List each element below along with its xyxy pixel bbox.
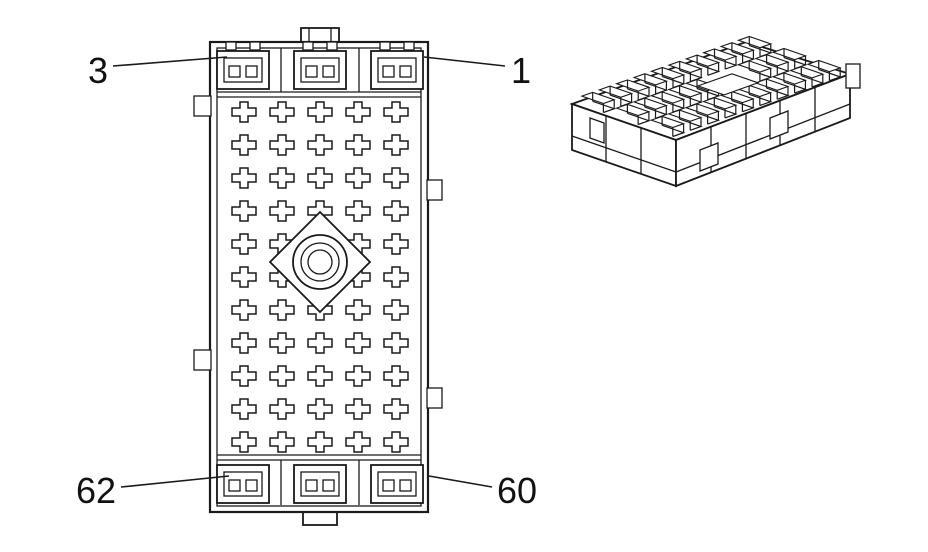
callout-60: 60 bbox=[497, 470, 537, 511]
top-cavity-row bbox=[216, 41, 424, 92]
right-lock-tab-lower bbox=[426, 387, 443, 409]
iso-end-tab bbox=[845, 63, 861, 89]
right-lock-tab-upper bbox=[426, 179, 443, 201]
bottom-cavity-row bbox=[216, 460, 424, 505]
iso-terminal-towers bbox=[580, 35, 843, 138]
center-alignment-boss bbox=[268, 210, 372, 314]
connector-isometric-view bbox=[569, 35, 861, 188]
leader-line-3 bbox=[112, 56, 228, 67]
connector-front-view bbox=[193, 27, 443, 526]
cavity-60 bbox=[370, 464, 424, 504]
callout-1: 1 bbox=[511, 50, 531, 91]
callouts: 3 1 62 60 bbox=[76, 50, 537, 511]
iso-front-latch bbox=[589, 117, 605, 144]
top-mounting-tab bbox=[300, 27, 340, 44]
leader-line-1 bbox=[423, 56, 506, 67]
callout-62: 62 bbox=[76, 470, 116, 511]
iso-side-latch-2 bbox=[769, 110, 789, 140]
iso-side-latch-1 bbox=[699, 142, 719, 172]
iso-right-face bbox=[675, 72, 851, 188]
leader-line-60 bbox=[428, 475, 493, 488]
cavity-62 bbox=[216, 464, 270, 504]
left-lock-tab-lower bbox=[193, 349, 212, 371]
left-lock-tab-upper bbox=[193, 95, 212, 117]
connector-inner-wall bbox=[216, 47, 422, 507]
cavity-61 bbox=[293, 464, 347, 504]
leader-line-62 bbox=[120, 475, 230, 488]
cavity-2 bbox=[293, 50, 347, 90]
callout-3: 3 bbox=[88, 50, 108, 91]
cavity-1 bbox=[370, 50, 424, 90]
